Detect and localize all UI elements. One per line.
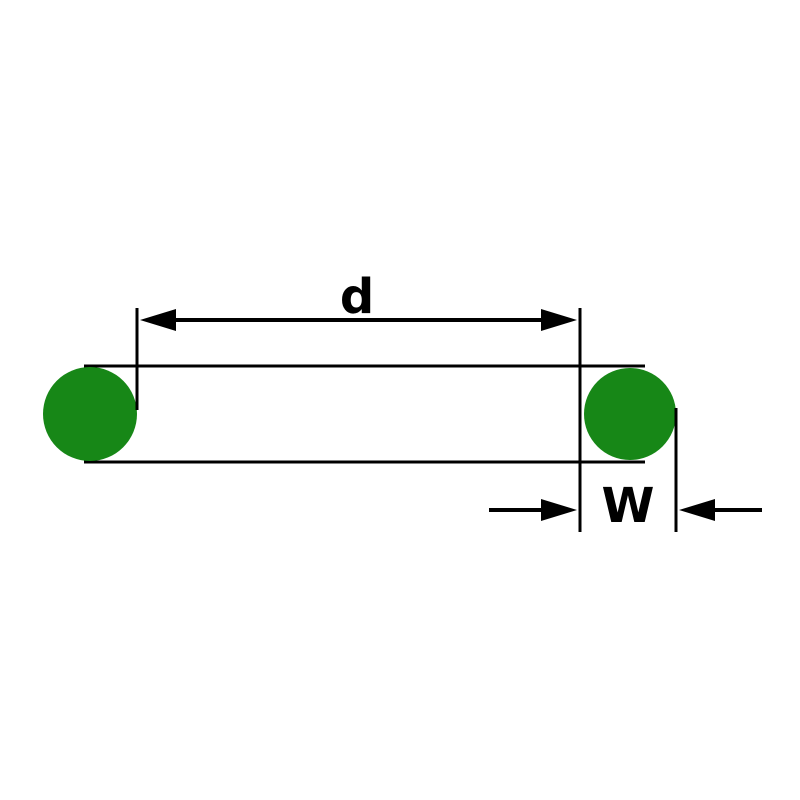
w-arrowhead-right: [679, 499, 715, 521]
w-label: W: [602, 478, 655, 534]
d-label: d: [340, 269, 374, 325]
d-arrowhead-right: [541, 309, 577, 331]
d-arrowhead-left: [140, 309, 176, 331]
w-arrowhead-left: [541, 499, 577, 521]
oring-cross-section-right: [584, 368, 676, 460]
oring-cross-section-left: [43, 367, 137, 461]
